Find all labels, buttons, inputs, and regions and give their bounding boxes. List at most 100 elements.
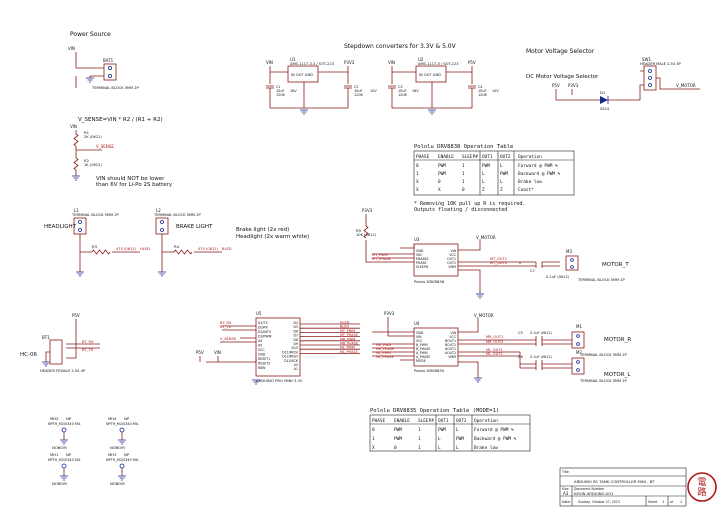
u1-ref: U1	[290, 57, 296, 62]
mh1-desc: NPTH_M2/0340 MIL	[48, 458, 81, 462]
u5-net-label: ML_PWM	[340, 346, 355, 350]
t8835-cell: Brake low	[474, 445, 498, 451]
t8838-cell: X	[438, 187, 441, 193]
tb-docnum-label: Document Number	[574, 487, 605, 491]
light-grounds	[76, 271, 166, 277]
u4-mr-out1: MR_OUT1	[486, 335, 503, 339]
t8838-header: OUT2	[500, 154, 511, 160]
u4-pin-label: VMM	[448, 355, 456, 359]
t8838-cell: Brake low	[518, 179, 542, 185]
t8838-header: SLEEP#	[462, 154, 478, 160]
bat1-pin1	[108, 66, 113, 71]
t8838-note-2: Outputs floating / disconnected	[414, 207, 507, 213]
m1-ref: M1	[576, 324, 582, 329]
u2-pins: IN OUT GND	[419, 73, 441, 77]
u3-body	[413, 243, 459, 277]
u1-vin-net: VIN	[266, 60, 273, 65]
sw1-ref: SW1	[642, 57, 651, 62]
u5-pin-label: A0	[294, 363, 298, 367]
m2-pin1	[576, 360, 580, 364]
t8838-note-1: * Removing 10K pull up R is required.	[414, 201, 525, 207]
c5-val: 0.1uF (0612)	[530, 331, 553, 335]
u4-pin-label: A_PHASE	[416, 355, 430, 359]
u5-power-wires	[199, 356, 219, 362]
t8835-cell: 0	[372, 427, 375, 433]
u3-out2: MT_OUT2	[490, 261, 507, 265]
u2-wires	[391, 66, 473, 108]
t8838-cell: Z	[482, 187, 485, 193]
u4-ref: U4	[414, 321, 420, 326]
tb-of: 1	[680, 500, 682, 504]
bat-ground	[86, 77, 94, 83]
r3-val: 470 (0612)	[116, 247, 137, 251]
t8838-cell: 1	[462, 163, 465, 169]
u4-p3v3-wire	[387, 317, 414, 337]
c5-cap	[520, 336, 572, 346]
u4-pin-label: VIN	[416, 335, 422, 339]
bt-ground	[42, 361, 50, 367]
m3-pin2	[570, 265, 574, 269]
vsense-formula: V_SENSE=VIN * R2 / (R1 + R2)	[78, 117, 163, 123]
t8838-cell: 0	[438, 179, 441, 185]
m2-desc: TERMINAL BLOCK 5MM 2P	[579, 379, 628, 383]
mh2-ref: MH2	[50, 416, 59, 421]
bt1-pin-label: GND	[0, 352, 1, 356]
mh3-ref: MH3	[108, 452, 117, 457]
c2-volt: 10V	[370, 89, 377, 93]
bt1-header	[49, 339, 63, 365]
m3-label: MOTOR_T	[602, 262, 629, 268]
t8838-header: PHASE	[416, 154, 430, 160]
t8835-cell: PWM	[394, 436, 402, 442]
u5-ground	[252, 379, 260, 385]
u2-vin-net: VIN	[388, 60, 395, 65]
c6-val: 0.1uF (0612)	[530, 355, 553, 359]
u5-pin-label: VCC	[258, 348, 265, 352]
m3-desc: TERMINAL BLOCK 5MM 2P	[577, 278, 626, 282]
c2-val: 10uF	[354, 89, 362, 93]
c4-pkg: 1206	[478, 93, 487, 97]
u5-pin-label: RESET2	[258, 362, 270, 366]
l1-ref: L1	[74, 208, 79, 213]
u5-ref: U5	[256, 311, 262, 316]
bt1-pin-label: VCC	[0, 357, 1, 361]
stepdown-block: Stepdown converters for 3.3V & 5.0V VIN …	[266, 43, 499, 115]
mh2-desc: NPTH_M2/0340 MIL	[48, 422, 81, 426]
u5-pin-label: D5	[294, 325, 298, 329]
r4-resistor	[173, 249, 193, 255]
t8835-cell: PWM	[438, 427, 446, 433]
sw1-pin1	[648, 69, 652, 73]
logo: 電 路	[687, 472, 717, 502]
t8838-cell: 1	[462, 179, 465, 185]
u4-ml-out2: ML_OUT2	[486, 352, 503, 356]
mh1-ground	[60, 475, 68, 481]
r2-resistor	[73, 157, 79, 171]
r2-val: 1K (0612)	[84, 163, 102, 167]
tb-size: A3	[563, 491, 569, 496]
l2-pin1	[160, 220, 164, 224]
sel-p5v-net: P5V	[552, 83, 560, 88]
t8835-header: PHASE	[372, 418, 386, 424]
m1-pin1	[576, 334, 580, 338]
r5-val: 10K (0612)	[356, 233, 377, 237]
t8835-cell: L	[438, 445, 441, 451]
u1-wires	[269, 66, 349, 108]
u5-pin-label: D10	[291, 346, 298, 350]
u5-net-label: ML_PHASE	[340, 350, 358, 354]
u3-ref: U3	[414, 237, 420, 242]
u1-pins: IN OUT GND	[291, 73, 313, 77]
r3-net: HLED	[140, 247, 150, 251]
u4-mr-pwm: MR_PWM	[376, 343, 391, 347]
bt1-desc: HEADER FEMALE 2.54 4P	[40, 369, 86, 373]
u5-bt-rx: BT_RX	[220, 321, 232, 325]
stepdown-heading: Stepdown converters for 3.3V & 5.0V	[344, 43, 457, 50]
t8838-header: ENABLE	[438, 154, 454, 160]
u3-vmotor-net: V_MOTOR	[476, 235, 496, 240]
t8835-cell: 1	[418, 445, 421, 451]
u3-ground	[476, 293, 484, 299]
u4-pin-label: VIN	[450, 331, 456, 335]
u5-pin-label: A1	[294, 367, 298, 371]
u3-pin-label: OUT1	[447, 257, 456, 261]
u5-net-label: HLED	[340, 321, 350, 325]
